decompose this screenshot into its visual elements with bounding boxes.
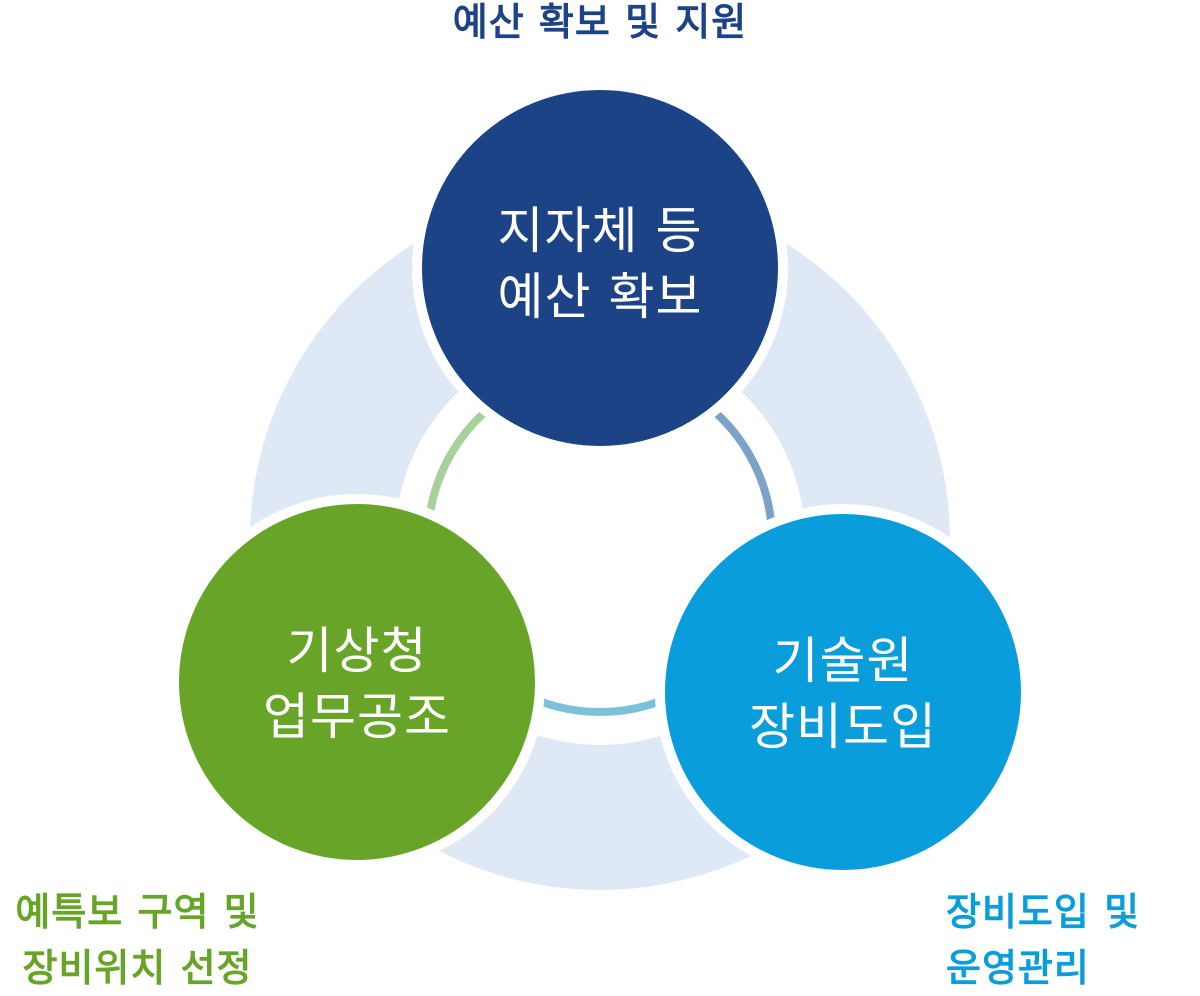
node-circle-right [655,504,1031,880]
outer-label-bottom-right-line-2: 운영관리 [946,946,1090,990]
node-label-right-line-1: 기술원 [772,632,914,690]
outer-label-top: 예산 확보 및 지원 [400,0,800,50]
node-label-top-line-1: 지자체 등 [497,202,703,260]
node-label-top-line-2: 예산 확보 [497,268,703,326]
node-label-left-line-2: 업무공조 [263,688,451,746]
node-label-right: 기술원 장비도입 [693,628,993,760]
node-label-left: 기상청 업무공조 [207,618,507,750]
outer-label-bottom-right: 장비도입 및 운영관리 [946,884,1200,996]
node-label-right-line-2: 장비도입 [749,698,937,756]
node-circle-left [169,494,545,870]
node-label-left-line-1: 기상청 [286,622,428,680]
outer-label-bottom-right-line-1: 장비도입 및 [946,890,1141,934]
outer-label-top-line-1: 예산 확보 및 지원 [452,0,748,44]
outer-label-bottom-left: 예특보 구역 및 장비위치 선정 [0,884,275,996]
outer-label-bottom-left-line-1: 예특보 구역 및 [15,890,260,934]
node-label-top: 지자체 등 예산 확보 [450,198,750,330]
node-circle-top [412,80,788,456]
outer-label-bottom-left-line-2: 장비위치 선정 [22,946,253,990]
